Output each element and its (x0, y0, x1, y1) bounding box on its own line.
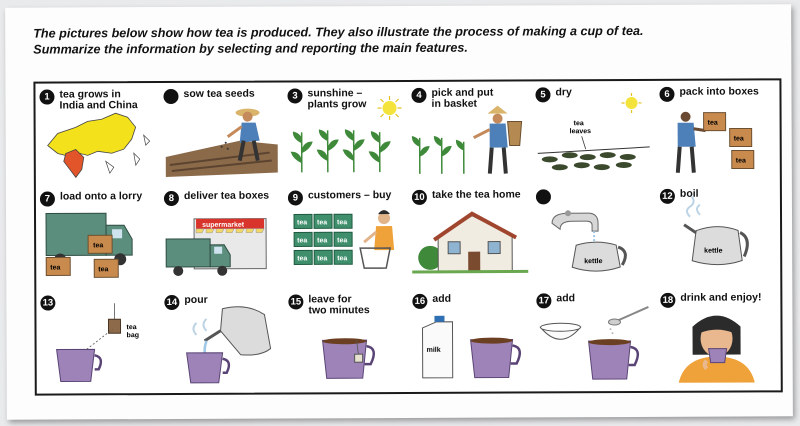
box-tea-label: tea (337, 219, 347, 226)
house-icon (412, 211, 529, 274)
box-tea-label: tea (337, 237, 347, 244)
step-12: 12 boil kettle (656, 182, 780, 283)
supermarket-sign: supermarket (202, 222, 245, 229)
step-10: 10 take the tea home (408, 183, 532, 284)
prompt-line-2: Summarize the information by selecting a… (33, 40, 468, 57)
box-tea-label: tea (297, 237, 307, 244)
supermarket-delivery-icon: supermarket (165, 218, 267, 276)
box-tea-label: tea (337, 255, 347, 262)
step-3: 3 sunshine –plants grow (283, 82, 407, 183)
step-17: 17 add (532, 287, 656, 388)
woman-drinking-icon (678, 315, 755, 383)
tea-leaves-label-1: tea (574, 120, 584, 127)
box-tea-label: tea (708, 120, 718, 127)
sun-plants-icon (290, 96, 402, 173)
tap-kettle-icon: kettle (551, 210, 627, 272)
farmer-sowing-icon (165, 108, 278, 178)
box-tea-label: tea (297, 255, 307, 262)
step-14: 14 pour (160, 289, 284, 390)
tea-bag-label-1: tea (126, 324, 136, 331)
sugar-spoon-icon (539, 305, 649, 380)
tea-bag-label-2: bag (127, 332, 139, 339)
milk-label: milk (427, 347, 441, 354)
box-tea-label: tea (50, 264, 60, 271)
step-8: 8 deliver tea boxes supermarket (160, 185, 284, 286)
lorry-loading-icon: tea tea tea (45, 212, 133, 278)
box-tea-label: tea (297, 219, 307, 226)
step-18: 18 drink and enjoy! (656, 286, 780, 387)
packing-boxes-icon: tea tea tea (675, 111, 755, 173)
drying-leaves-icon: tea leaves (537, 92, 650, 171)
box-tea-label: tea (317, 219, 327, 226)
pouring-kettle-icon (186, 306, 272, 384)
asia-map-icon (47, 112, 151, 179)
step-11: kettle (532, 183, 656, 284)
steeping-cup-icon (322, 338, 376, 379)
step-7: 7 load onto a lorry tea tea tea (36, 185, 160, 286)
step-16: 16 add milk (408, 287, 532, 388)
step-5: 5 dry tea leaves (531, 81, 655, 182)
box-tea-label: tea (317, 255, 327, 262)
step-13: 13 tea bag (36, 289, 160, 390)
picker-basket-icon (411, 105, 523, 174)
worksheet-page: The pictures below show how tea is produ… (5, 4, 793, 420)
box-tea-label: tea (317, 237, 327, 244)
step-2: sow tea seeds (159, 83, 283, 184)
milk-bottle-icon: milk (422, 315, 522, 379)
shelves-customer-icon: tea tea tea tea tea tea tea tea tea (293, 210, 395, 269)
box-tea-label: tea (734, 135, 744, 142)
boiling-kettle-icon: kettle (683, 196, 749, 266)
box-tea-label: tea (93, 242, 103, 249)
tea-bag-cup-icon: tea bag (56, 303, 139, 382)
step-6: 6 pack into boxes tea tea tea (655, 80, 779, 181)
task-prompt: The pictures below show how tea is produ… (33, 22, 773, 57)
box-tea-label: tea (98, 266, 108, 273)
tea-leaves-label-2: leaves (570, 128, 592, 135)
box-tea-label: tea (736, 157, 746, 164)
kettle-label: kettle (584, 258, 602, 265)
kettle-label: kettle (704, 248, 722, 255)
